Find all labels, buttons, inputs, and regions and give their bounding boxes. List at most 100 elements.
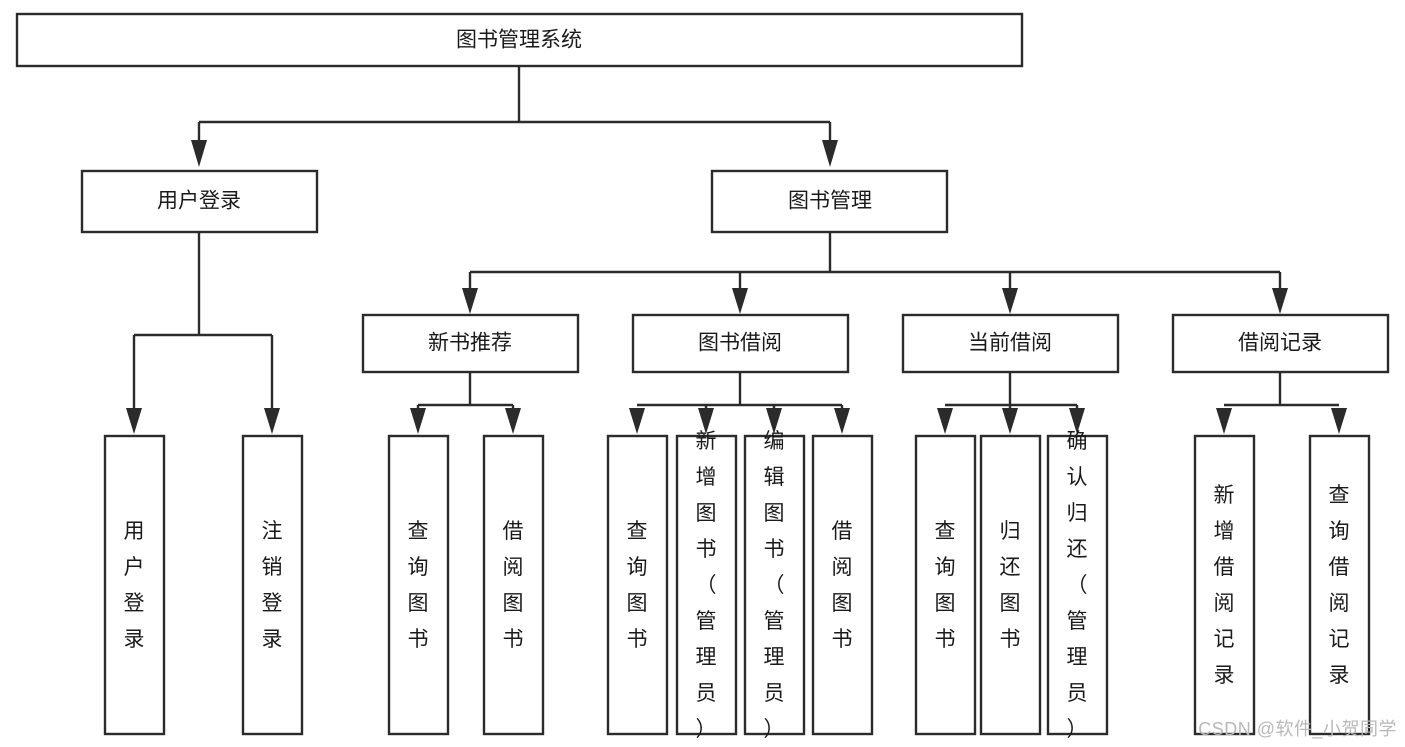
leaf-borrow-record-1[interactable]: 新增借阅记录 xyxy=(1193,434,1256,736)
leaf-char: 阅 xyxy=(1214,592,1235,615)
leaf-current-borrow-2[interactable]: 归还图书 xyxy=(979,434,1042,736)
leaf-char: 阅 xyxy=(1329,592,1350,615)
leaf-char: 编 xyxy=(764,430,785,453)
leaf-char: ） xyxy=(1067,718,1088,741)
node-book-management[interactable]: 图书管理 xyxy=(710,169,949,234)
leaf-label-vertical: 借阅图书 xyxy=(503,520,524,651)
leaf-char: 图 xyxy=(764,502,785,525)
leaf-char: 辑 xyxy=(764,466,785,489)
leaf-borrow-record-2[interactable]: 查询借阅记录 xyxy=(1308,434,1371,736)
node-box-current-borrow xyxy=(901,313,1120,374)
leaf-char: 借 xyxy=(832,520,853,543)
arrow-head-icon xyxy=(126,408,142,434)
leaf-char: ） xyxy=(764,718,785,741)
leaf-char: 记 xyxy=(1329,628,1350,651)
node-new-book-recommend[interactable]: 新书推荐 xyxy=(361,313,580,374)
leaf-new-book-2[interactable]: 借阅图书 xyxy=(482,434,545,736)
node-box-user-login xyxy=(80,169,319,234)
node-label-user-login: 用户登录 xyxy=(157,190,241,213)
arrow-head-icon xyxy=(834,408,850,434)
leaf-char: 确 xyxy=(1067,430,1088,453)
node-root-system[interactable]: 图书管理系统 xyxy=(15,12,1024,68)
arrow-head-icon xyxy=(1216,408,1232,434)
leaf-char: 新 xyxy=(696,430,717,453)
arrow-head-icon xyxy=(1272,288,1288,314)
leaf-char: 书 xyxy=(1000,628,1021,651)
leaf-char: 注 xyxy=(262,520,283,543)
leaf-label-vertical: 用户登录 xyxy=(124,520,145,651)
leaf-char: 书 xyxy=(503,628,524,651)
connector-root-to-level2 xyxy=(191,67,838,167)
leaf-label-vertical: 归还图书 xyxy=(1000,520,1021,651)
leaf-box xyxy=(387,434,450,736)
leaf-book-borrow-3[interactable]: 编辑图书（管理员） xyxy=(743,430,806,741)
leaf-char: 认 xyxy=(1067,466,1088,489)
connector-newbook-to-leaves xyxy=(410,373,521,434)
leaf-char: ） xyxy=(696,718,717,741)
leaf-char: 图 xyxy=(627,592,648,615)
arrow-head-icon xyxy=(462,288,478,314)
leaf-char: 书 xyxy=(408,628,429,651)
leaf-char: 图 xyxy=(935,592,956,615)
leaf-box xyxy=(1046,434,1109,736)
leaf-char: 管 xyxy=(1067,610,1088,633)
leaf-box xyxy=(811,434,874,736)
leaf-label-vertical: 注销登录 xyxy=(262,520,283,651)
leaf-label-vertical: 确认归还（管理员） xyxy=(1067,430,1088,741)
node-label-borrow-record: 借阅记录 xyxy=(1238,332,1322,355)
leaf-new-book-1[interactable]: 查询图书 xyxy=(387,434,450,736)
connector-userlogin-to-leaves xyxy=(126,233,280,434)
leaf-char: 询 xyxy=(627,556,648,579)
leaf-char: 借 xyxy=(503,520,524,543)
node-user-login[interactable]: 用户登录 xyxy=(80,169,319,234)
leaf-char: 归 xyxy=(1067,502,1088,525)
leaf-book-borrow-1[interactable]: 查询图书 xyxy=(606,434,669,736)
leaf-char: 记 xyxy=(1214,628,1235,651)
leaf-char: 登 xyxy=(124,592,145,615)
node-current-borrow[interactable]: 当前借阅 xyxy=(901,313,1120,374)
csdn-watermark: CSDN @软件_小贺同学 xyxy=(1198,719,1397,739)
leaf-label-vertical: 查询图书 xyxy=(627,520,648,651)
leaf-box xyxy=(606,434,669,736)
node-box-book-borrow xyxy=(631,313,850,374)
leaf-char: 查 xyxy=(1329,484,1350,507)
arrow-head-icon xyxy=(1002,288,1018,314)
arrow-head-icon xyxy=(732,288,748,314)
leaf-char: 图 xyxy=(1000,592,1021,615)
connector-bookmanage-to-level3 xyxy=(462,233,1288,314)
node-book-borrow[interactable]: 图书借阅 xyxy=(631,313,850,374)
leaf-box xyxy=(743,434,806,736)
leaf-label-vertical: 查询图书 xyxy=(935,520,956,651)
node-box-root xyxy=(15,12,1024,68)
leaf-char: 书 xyxy=(832,628,853,651)
leaf-char: 登 xyxy=(262,592,283,615)
leaf-char: 增 xyxy=(1214,520,1235,543)
leaf-char: 询 xyxy=(408,556,429,579)
node-box-new-book-recommend xyxy=(361,313,580,374)
leaf-current-borrow-1[interactable]: 查询图书 xyxy=(914,434,977,736)
connector-borrow-to-leaves xyxy=(629,373,850,434)
leaf-char: 还 xyxy=(1000,556,1021,579)
leaf-char: 销 xyxy=(262,556,283,579)
leaf-char: 录 xyxy=(1329,664,1350,687)
leaf-box xyxy=(1308,434,1371,736)
leaf-book-borrow-4[interactable]: 借阅图书 xyxy=(811,434,874,736)
leaf-char: 还 xyxy=(1067,538,1088,561)
leaf-char: 查 xyxy=(408,520,429,543)
leaf-char: 录 xyxy=(1214,664,1235,687)
node-label-current-borrow: 当前借阅 xyxy=(968,332,1052,355)
leaf-book-borrow-2[interactable]: 新增图书（管理员） xyxy=(675,430,738,741)
connector-record-to-leaves xyxy=(1216,373,1347,434)
leaf-char: 借 xyxy=(1329,556,1350,579)
leaf-char: 图 xyxy=(408,592,429,615)
node-label-root: 图书管理系统 xyxy=(456,29,582,52)
arrow-head-icon xyxy=(629,408,645,434)
arrow-head-icon xyxy=(410,408,426,434)
leaf-current-borrow-3[interactable]: 确认归还（管理员） xyxy=(1046,430,1109,741)
leaf-user-login-2[interactable]: 注销登录 xyxy=(241,434,304,736)
leaf-char: （ xyxy=(696,574,717,597)
leaf-char: 员 xyxy=(764,682,785,705)
node-borrow-record[interactable]: 借阅记录 xyxy=(1171,313,1390,374)
leaf-user-login-1[interactable]: 用户登录 xyxy=(103,434,166,736)
